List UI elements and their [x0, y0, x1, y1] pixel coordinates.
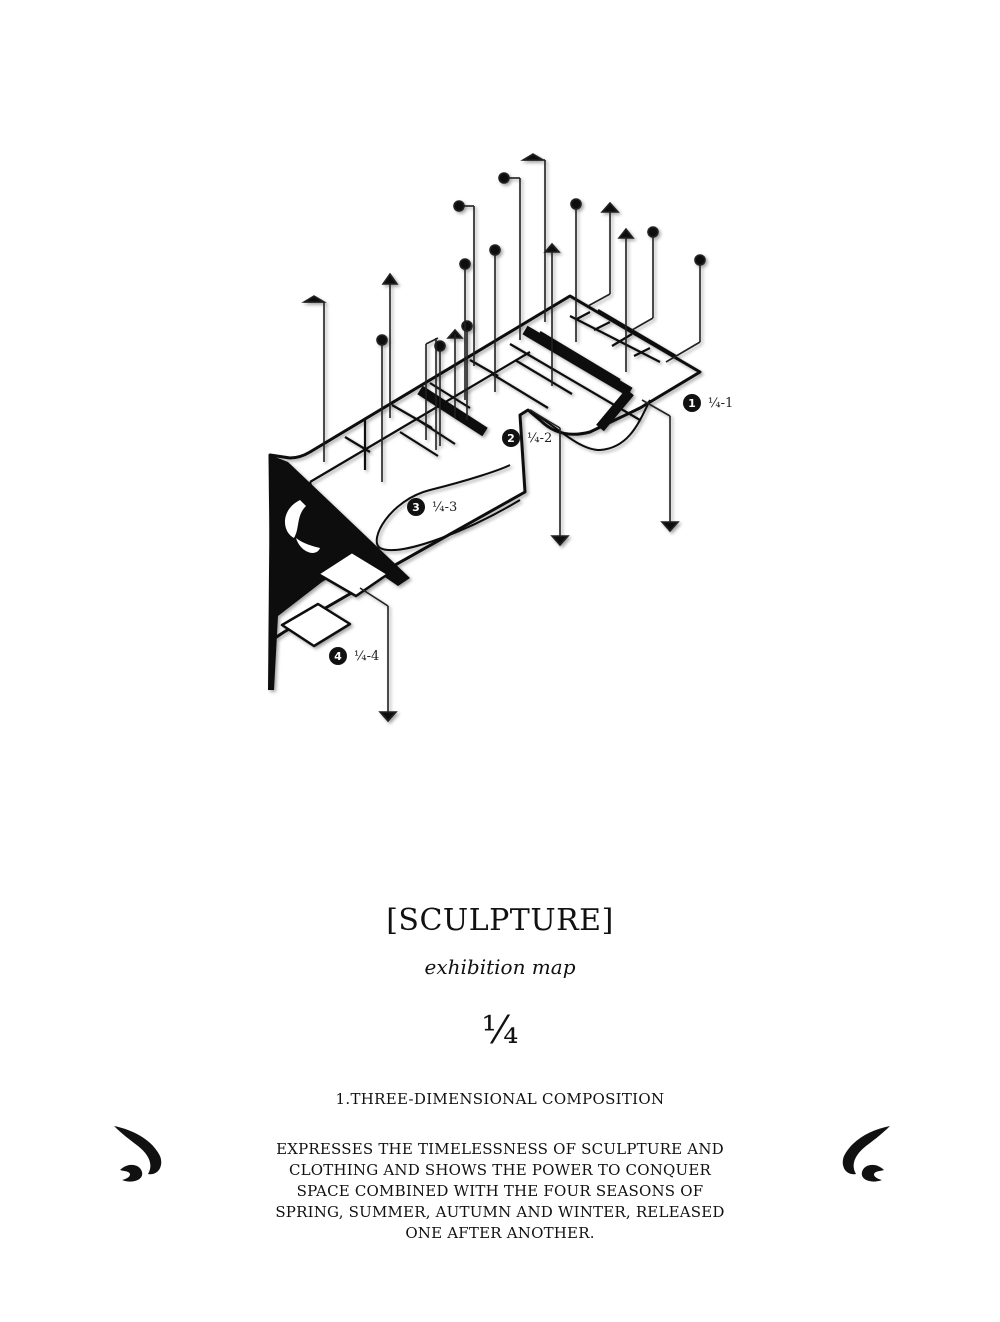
curved-ramp [375, 464, 521, 552]
thick-wall-b [522, 325, 633, 397]
section-description: EXPRESSES THE TIMELESSNESS OF SCULPTURE … [275, 1140, 725, 1242]
curved-ramp-top [529, 399, 651, 451]
pin-arrow-up [587, 201, 620, 307]
pin-arrow-up [425, 328, 464, 450]
zone-marker-1: 1 ¼-1 [683, 394, 733, 412]
floor-outline [268, 294, 702, 642]
pin-dot [489, 244, 501, 392]
pin-dot [631, 226, 659, 331]
page-title: [SCULPTURE] [386, 903, 614, 938]
zone-marker-number: 1 [688, 397, 696, 410]
left-room-box [280, 550, 390, 648]
zone-marker-2: 2 ¼-2 [502, 429, 552, 447]
pin-arrow-up [520, 153, 546, 322]
pin-dot [376, 334, 388, 482]
leaf-ornament-icon [284, 500, 320, 553]
zone-marker-label: ¼-3 [432, 500, 457, 515]
section-fraction: ¼ [481, 1008, 519, 1052]
pin-arrow-down [529, 409, 570, 547]
thick-wall-a [417, 385, 488, 437]
pin-dot [665, 254, 706, 363]
page-subtitle: exhibition map [424, 955, 576, 979]
exhibition-map-diagram: 1 ¼-1 2 ¼-2 3 ¼-3 4 ¼-4 [268, 153, 733, 723]
pin-dot [570, 198, 582, 342]
pin-arrow-up [301, 295, 327, 462]
left-wedge-panel [268, 455, 410, 690]
thick-wall-c [596, 388, 634, 432]
zone-marker-number: 2 [507, 432, 515, 445]
zone-marker-3: 3 ¼-3 [407, 498, 457, 516]
pin-arrow-down [359, 587, 398, 723]
pin-arrow-up [381, 272, 399, 418]
zone-marker-number: 4 [334, 650, 342, 663]
pin-dot [434, 340, 446, 446]
zone-marker-4: 4 ¼-4 [329, 647, 379, 665]
pin-arrow-up [543, 242, 561, 386]
section-heading: 1.THREE-DIMENSIONAL COMPOSITION [335, 1090, 665, 1108]
zone-marker-label: ¼-2 [527, 431, 552, 446]
swirl-leaf-icon [114, 1126, 162, 1182]
zone-marker-label: ¼-4 [354, 649, 379, 664]
swirl-leaf-icon [842, 1126, 890, 1182]
zone-marker-label: ¼-1 [708, 396, 733, 411]
pin-dot [498, 172, 521, 340]
pin-dot [459, 258, 471, 400]
zone-marker-number: 3 [412, 501, 420, 514]
pin-arrow-down [641, 399, 680, 533]
pin-arrow-up [617, 227, 635, 372]
pin-dot [453, 200, 475, 366]
